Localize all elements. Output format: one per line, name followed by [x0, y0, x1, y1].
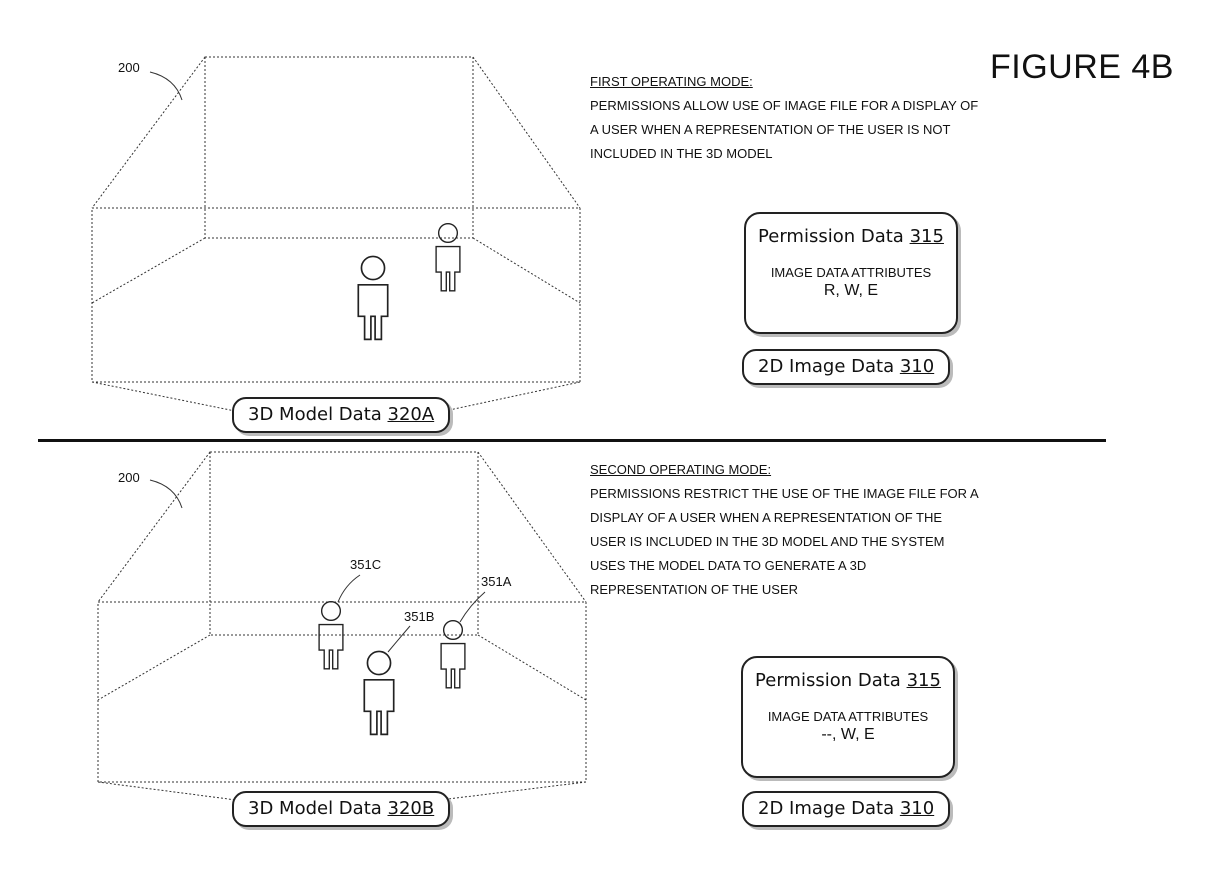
person-351a: [440, 619, 466, 689]
image-data-pill-bottom: 2D Image Data 310: [742, 791, 951, 827]
second-mode-line: representation of the user: [590, 582, 799, 597]
second-mode-line: uses the model data to generate a 3D: [590, 558, 867, 573]
room-bottom-back-wall: [209, 451, 479, 636]
image-data-attributes-label: Image Data Attributes: [770, 265, 932, 280]
ref-200-top: 200: [118, 60, 140, 75]
second-mode-line: user is included in the 3D model and the…: [590, 534, 945, 549]
room-top: [91, 56, 581, 413]
person-top-2: [357, 255, 389, 341]
permission-data-box-top: Permission Data 315 Image Data Attribute…: [744, 212, 958, 334]
image-data-pill-top: 2D Image Data 310: [742, 349, 951, 385]
first-mode-heading: First Operating Mode:: [590, 74, 753, 89]
second-mode-line: permissions restrict the use of the imag…: [590, 486, 979, 501]
person-351b: [363, 650, 395, 736]
model-data-pill-top: 3D Model Data 320A: [232, 397, 451, 433]
leader-351b: [387, 625, 411, 653]
second-mode-description: Second Operating Mode: permissions restr…: [590, 458, 979, 602]
first-mode-description: First Operating Mode: permissions allow …: [590, 70, 978, 166]
room-top-front-frame: [91, 207, 581, 383]
leader-351c: [337, 574, 361, 603]
ref-200-bottom-leader: [149, 479, 183, 509]
ref-200-top-leader: [149, 71, 183, 101]
image-data-attributes-label: Image Data Attributes: [767, 709, 929, 724]
room-bottom-front-frame: [97, 601, 587, 783]
first-mode-line: included in the 3D model: [590, 146, 773, 161]
second-mode-heading: Second Operating Mode:: [590, 462, 772, 477]
label-351b: 351B: [404, 609, 435, 624]
permission-data-box-bottom: Permission Data 315 Image Data Attribute…: [741, 656, 955, 778]
section-divider: [38, 439, 1106, 442]
room-top-back-wall: [204, 56, 474, 239]
figure-title: FIGURE 4B: [990, 48, 1174, 86]
image-data-attributes-values: --, W, E: [821, 726, 875, 743]
image-data-attributes-values: R, W, E: [823, 282, 879, 299]
person-top-1: [435, 222, 461, 292]
room-bottom: [97, 451, 587, 801]
ref-200-bottom: 200: [118, 470, 140, 485]
second-mode-line: display of a user when a representation …: [590, 510, 943, 525]
label-351a: 351A: [481, 574, 512, 589]
leader-351a: [459, 591, 486, 623]
first-mode-line: a user when a representation of the user…: [590, 122, 951, 137]
label-351c: 351C: [350, 557, 382, 572]
first-mode-line: permissions allow use of image file for …: [590, 98, 979, 113]
model-data-pill-bottom: 3D Model Data 320B: [232, 791, 451, 827]
permission-data-title: Permission Data 315: [758, 226, 944, 247]
permission-data-title: Permission Data 315: [755, 670, 941, 691]
